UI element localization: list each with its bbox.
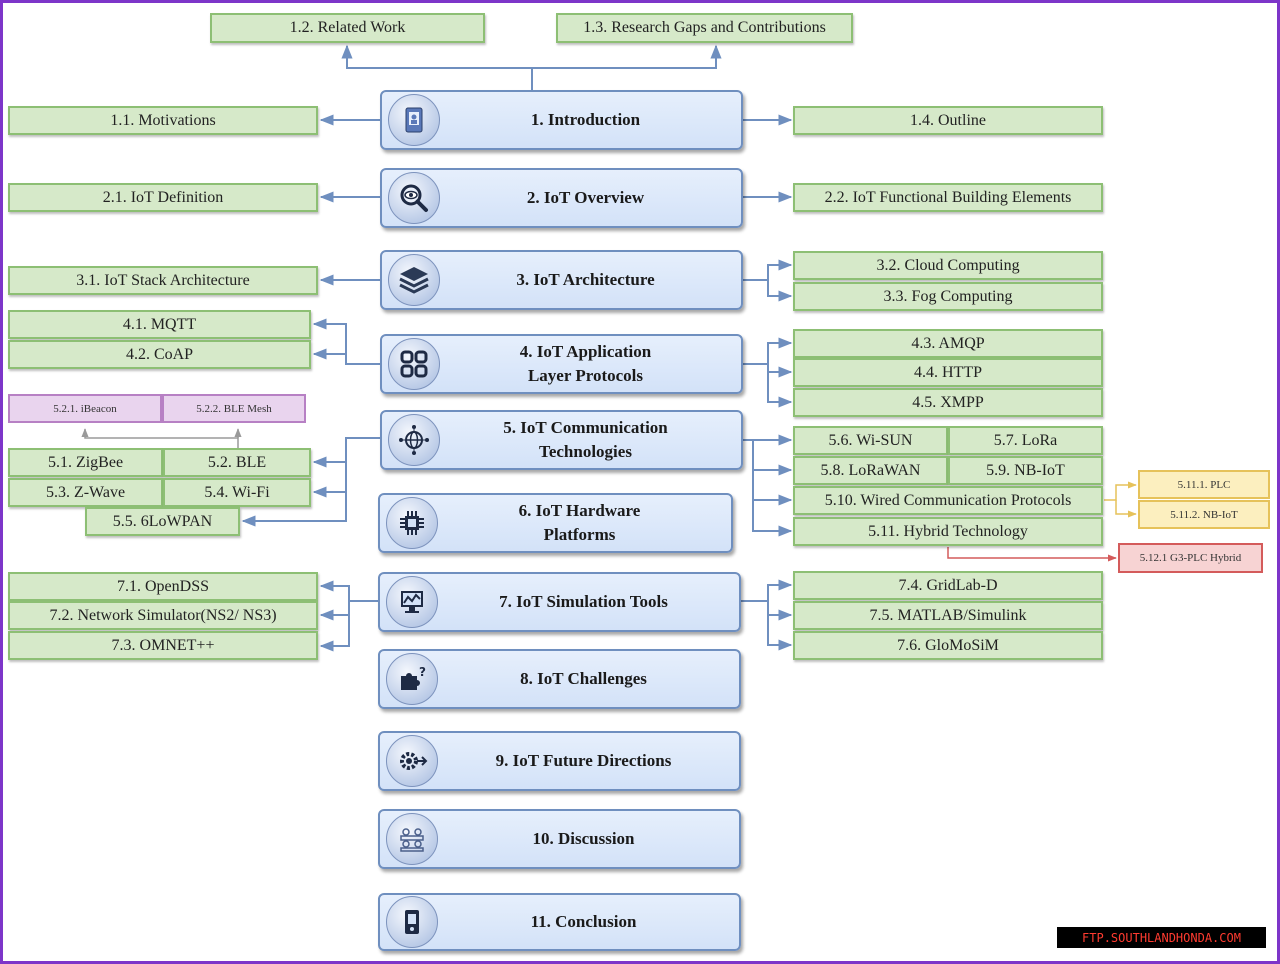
- subsection-ble[interactable]: 5.2. BLE: [163, 448, 311, 477]
- section-title: 3. IoT Architecture: [516, 270, 655, 289]
- subsection-http[interactable]: 4.4. HTTP: [793, 358, 1103, 387]
- subsection-gridlab-d[interactable]: 7.4. GridLab-D: [793, 571, 1103, 600]
- subsection-hybrid-technology[interactable]: 5.11. Hybrid Technology: [793, 517, 1103, 546]
- section-discussion[interactable]: 10. Discussion: [378, 809, 741, 869]
- subsection-mqtt[interactable]: 4.1. MQTT: [8, 310, 311, 339]
- gear-arrow-icon: [386, 735, 438, 787]
- subsection-lorawan[interactable]: 5.8. LoRaWAN: [793, 456, 948, 485]
- subsection-z-wave[interactable]: 5.3. Z-Wave: [8, 478, 163, 507]
- subsection-wi-fi[interactable]: 5.4. Wi-Fi: [163, 478, 311, 507]
- subsection-glomosim[interactable]: 7.6. GloMoSiM: [793, 631, 1103, 660]
- subsection-lora[interactable]: 5.7. LoRa: [948, 426, 1103, 455]
- section-iot-challenges[interactable]: ? 8. IoT Challenges: [378, 649, 741, 709]
- subsection-ble-mesh[interactable]: 5.2.2. BLE Mesh: [162, 394, 306, 423]
- subsection-g3-plc-hybrid[interactable]: 5.12.1 G3-PLC Hybrid: [1118, 543, 1263, 573]
- subsection-iot-stack-architecture[interactable]: 3.1. IoT Stack Architecture: [8, 266, 318, 295]
- subsection-wired-communication[interactable]: 5.10. Wired Communication Protocols: [793, 486, 1103, 515]
- section-title: 9. IoT Future Directions: [495, 751, 672, 770]
- subsection-coap[interactable]: 4.2. CoAP: [8, 340, 311, 369]
- watermark-label: FTP.SOUTHLANDHONDA.COM: [1057, 927, 1266, 948]
- section-communication-technologies[interactable]: 5. IoT Communication Technologies: [380, 410, 743, 470]
- document-icon: [388, 94, 440, 146]
- section-title: 2. IoT Overview: [526, 188, 645, 207]
- chip-icon: [386, 497, 438, 549]
- subsection-network-simulator[interactable]: 7.2. Network Simulator(NS2/ NS3): [8, 601, 318, 630]
- subsection-wi-sun[interactable]: 5.6. Wi-SUN: [793, 426, 948, 455]
- app-grid-icon: [388, 338, 440, 390]
- subsection-cloud-computing[interactable]: 3.2. Cloud Computing: [793, 251, 1103, 280]
- subsection-zigbee[interactable]: 5.1. ZigBee: [8, 448, 163, 477]
- subsection-xmpp[interactable]: 4.5. XMPP: [793, 388, 1103, 417]
- section-title: 8. IoT Challenges: [520, 669, 647, 688]
- section-title: 5. IoT Communication Technologies: [503, 418, 668, 461]
- section-title: 10. Discussion: [532, 829, 635, 848]
- section-introduction[interactable]: 1. Introduction: [380, 90, 743, 150]
- subsection-omnet[interactable]: 7.3. OMNET++: [8, 631, 318, 660]
- puzzle-question-icon: ?: [386, 653, 438, 705]
- section-title: 4. IoT Application Layer Protocols: [519, 342, 652, 385]
- subsection-iot-definition[interactable]: 2.1. IoT Definition: [8, 183, 318, 212]
- subsection-opendss[interactable]: 7.1. OpenDSS: [8, 572, 318, 601]
- subsection-nb-iot-wired[interactable]: 5.11.2. NB-IoT: [1138, 500, 1270, 529]
- section-iot-overview[interactable]: 2. IoT Overview: [380, 168, 743, 228]
- svg-text:?: ?: [419, 665, 426, 679]
- subsection-ibeacon[interactable]: 5.2.1. iBeacon: [8, 394, 162, 423]
- book-checklist-icon: [386, 896, 438, 948]
- section-iot-architecture[interactable]: 3. IoT Architecture: [380, 250, 743, 310]
- section-title: 11. Conclusion: [530, 912, 637, 931]
- subsection-6lowpan[interactable]: 5.5. 6LoWPAN: [85, 507, 240, 536]
- subsection-motivations[interactable]: 1.1. Motivations: [8, 106, 318, 135]
- subsection-nb-iot[interactable]: 5.9. NB-IoT: [948, 456, 1103, 485]
- subsection-matlab-simulink[interactable]: 7.5. MATLAB/Simulink: [793, 601, 1103, 630]
- people-meeting-icon: [386, 813, 438, 865]
- section-application-protocols[interactable]: 4. IoT Application Layer Protocols: [380, 334, 743, 394]
- section-future-directions[interactable]: 9. IoT Future Directions: [378, 731, 741, 791]
- subsection-outline[interactable]: 1.4. Outline: [793, 106, 1103, 135]
- section-hardware-platforms[interactable]: 6. IoT Hardware Platforms: [378, 493, 733, 553]
- subsection-functional-building-elements[interactable]: 2.2. IoT Functional Building Elements: [793, 183, 1103, 212]
- magnifier-eye-icon: [388, 172, 440, 224]
- subsection-plc[interactable]: 5.11.1. PLC: [1138, 470, 1270, 499]
- subsection-related-work[interactable]: 1.2. Related Work: [210, 13, 485, 43]
- section-simulation-tools[interactable]: 7. IoT Simulation Tools: [378, 572, 741, 632]
- subsection-fog-computing[interactable]: 3.3. Fog Computing: [793, 282, 1103, 311]
- network-globe-icon: [388, 414, 440, 466]
- section-title: 6. IoT Hardware Platforms: [518, 501, 641, 544]
- section-title: 1. Introduction: [530, 110, 641, 129]
- layers-stack-icon: [388, 254, 440, 306]
- subsection-amqp[interactable]: 4.3. AMQP: [793, 329, 1103, 358]
- subsection-research-gaps[interactable]: 1.3. Research Gaps and Contributions: [556, 13, 853, 43]
- simulation-screen-icon: [386, 576, 438, 628]
- section-title: 7. IoT Simulation Tools: [499, 592, 668, 611]
- section-conclusion[interactable]: 11. Conclusion: [378, 893, 741, 951]
